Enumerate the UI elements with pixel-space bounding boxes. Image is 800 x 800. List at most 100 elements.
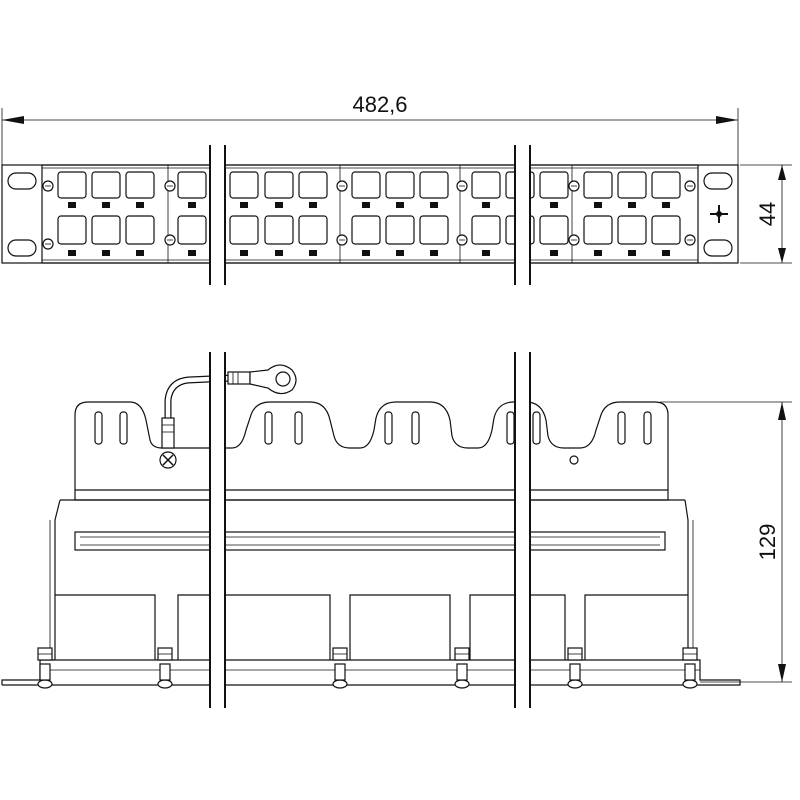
width-dimension-label: 482,6 [352, 92, 407, 117]
port-top [471, 171, 501, 199]
screws [37, 647, 698, 689]
port-label-tab [430, 202, 438, 208]
comb-slot [119, 411, 128, 445]
port-label-tab [662, 202, 670, 208]
port-bottom [539, 215, 569, 245]
port-label-tab [662, 250, 670, 256]
port-label-tab [240, 202, 248, 208]
comb-slot [643, 411, 652, 445]
port-label-tab [482, 250, 490, 256]
port-bottom [351, 215, 381, 245]
port-label-tab [309, 250, 317, 256]
port-label-tab [362, 250, 370, 256]
base-screw-shaft [334, 663, 346, 681]
port-bottom [419, 215, 449, 245]
port-label-tab [628, 202, 636, 208]
right-ear-slot-bottom [703, 239, 733, 257]
port-top [229, 171, 259, 199]
port-label-tab [396, 250, 404, 256]
port-bottom [651, 215, 681, 245]
port-label-tab [68, 202, 76, 208]
front-view [1, 164, 739, 264]
port-top [177, 171, 207, 199]
base-screw-head [37, 679, 53, 689]
base-screw-shaft [159, 663, 171, 681]
port-label-tab [240, 250, 248, 256]
base-screw-shaft [39, 663, 51, 681]
port-bottom [57, 215, 87, 245]
depth-dimension: 129 [660, 401, 792, 683]
height-dimension-label: 44 [755, 202, 780, 226]
port-top [385, 171, 415, 199]
base-screw-head [332, 679, 348, 689]
port-top [583, 171, 613, 199]
label-strip [74, 531, 666, 551]
port-label-tab [102, 202, 110, 208]
break-lines [209, 145, 531, 708]
mounting-hole [569, 455, 579, 465]
port-label-tab [136, 202, 144, 208]
port-label-tab [188, 202, 196, 208]
ground-symbol-icon [710, 205, 728, 223]
port-label-tab [430, 250, 438, 256]
base-screw-head [157, 679, 173, 689]
left-ear-slot-top [7, 172, 37, 190]
port-label-tab [482, 202, 490, 208]
port-label-tab [275, 202, 283, 208]
break-gap [516, 352, 529, 708]
comb-slot [264, 411, 273, 445]
height-dimension: 44 [740, 164, 792, 264]
port-top [264, 171, 294, 199]
comb-slot [617, 411, 626, 445]
break-gap [516, 145, 529, 285]
port-label-tab [362, 202, 370, 208]
depth-dimension-label: 129 [755, 524, 780, 561]
port-bottom [583, 215, 613, 245]
port-label-tab [396, 202, 404, 208]
port-grid [42, 171, 696, 256]
comb-slot [384, 411, 393, 445]
comb-slot [532, 411, 541, 445]
port-bottom [177, 215, 207, 245]
port-top [539, 171, 569, 199]
port-top [91, 171, 121, 199]
port-bottom [471, 215, 501, 245]
break-gap [211, 145, 224, 285]
port-top [125, 171, 155, 199]
port-top [419, 171, 449, 199]
cable-manager-bracket [74, 401, 669, 501]
top-view [1, 364, 741, 689]
port-label-tab [136, 250, 144, 256]
port-label-tab [628, 250, 636, 256]
port-bottom [125, 215, 155, 245]
base-screw-shaft [569, 663, 581, 681]
right-ear-slot-top [703, 172, 733, 190]
port-bottom [385, 215, 415, 245]
port-label-tab [275, 250, 283, 256]
port-label-tab [188, 250, 196, 256]
port-label-tab [309, 202, 317, 208]
width-dimension: 482,6 [1, 92, 739, 165]
port-bottom [264, 215, 294, 245]
port-top [57, 171, 87, 199]
ground-cable [159, 364, 297, 469]
port-bottom [229, 215, 259, 245]
port-label-tab [550, 250, 558, 256]
port-bottom [91, 215, 121, 245]
comb-slot [411, 411, 420, 445]
port-label-tab [68, 250, 76, 256]
port-top [651, 171, 681, 199]
port-label-tab [594, 250, 602, 256]
break-gap [211, 352, 224, 708]
base-screw-head [682, 679, 698, 689]
comb-slots [94, 411, 652, 445]
port-bottom [617, 215, 647, 245]
left-ear-slot-bottom [7, 239, 37, 257]
comb-slot [506, 411, 515, 445]
port-top [351, 171, 381, 199]
port-label-tab [550, 202, 558, 208]
base-screw-head [454, 679, 470, 689]
port-label-tab [102, 250, 110, 256]
port-label-tab [594, 202, 602, 208]
